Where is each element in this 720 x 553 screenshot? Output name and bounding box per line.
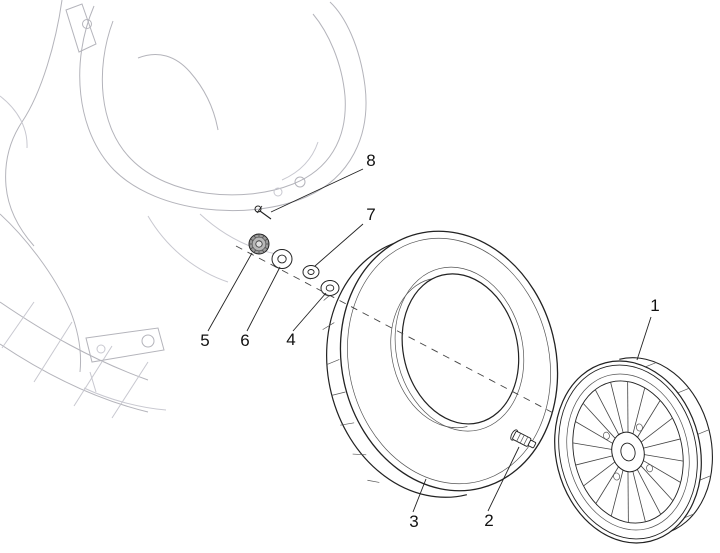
tire <box>322 230 559 498</box>
callout-line-6 <box>246 266 281 332</box>
washer-outer <box>320 280 340 297</box>
cotter-pin <box>254 205 272 220</box>
wheel-rim <box>554 357 713 544</box>
valve-stem <box>510 429 537 449</box>
callout-line-7 <box>314 223 364 267</box>
callout-number-1: 1 <box>650 296 660 315</box>
callout-number-2: 2 <box>484 511 494 530</box>
callout-number-4: 4 <box>286 330 296 349</box>
callout-number-6: 6 <box>240 331 250 350</box>
rim-hub <box>603 423 653 481</box>
washer-inner <box>302 265 320 280</box>
callout-number-5: 5 <box>200 331 210 350</box>
flat-washer <box>271 249 293 269</box>
callout-number-3: 3 <box>409 512 419 531</box>
callout-lines <box>207 168 652 513</box>
callout-line-1 <box>636 316 652 361</box>
callout-line-8 <box>270 168 364 213</box>
scooter-body-art <box>0 0 367 419</box>
callout-line-4 <box>292 292 327 332</box>
knurled-nut <box>248 233 270 255</box>
rim-spokes <box>572 381 684 523</box>
assembly-axis-line <box>235 245 617 447</box>
callout-line-3 <box>412 478 427 513</box>
callout-number-8: 8 <box>366 151 376 170</box>
callout-line-5 <box>207 252 253 332</box>
callout-line-2 <box>487 446 520 512</box>
callout-number-7: 7 <box>366 205 376 224</box>
